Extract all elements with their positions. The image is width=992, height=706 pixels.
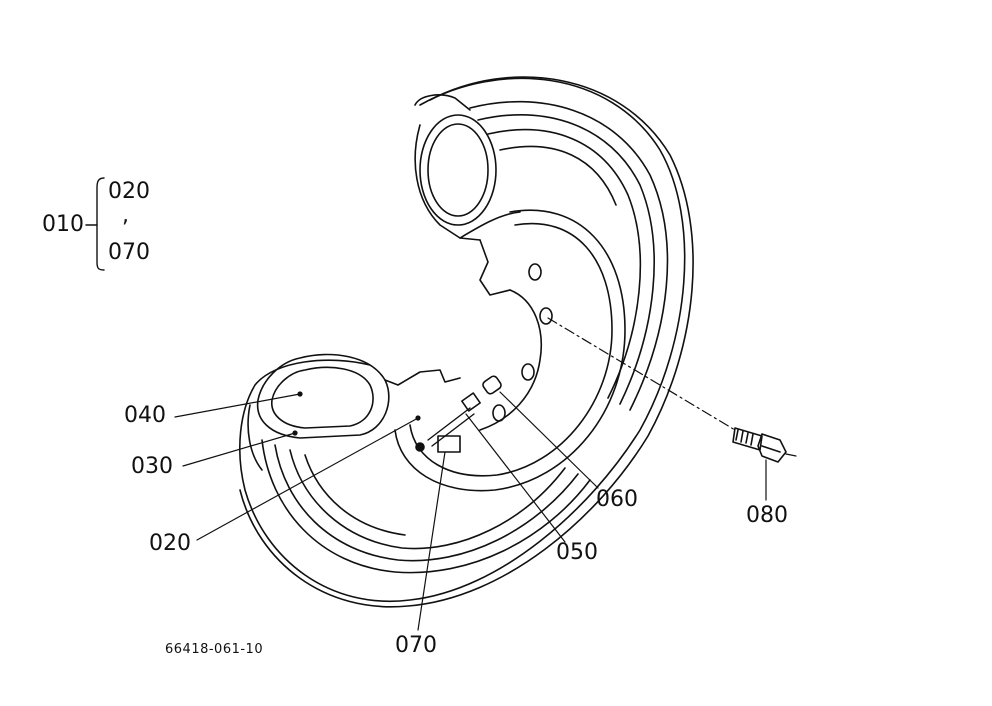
callout-070-group: 070	[108, 240, 150, 265]
tire-cross-section-top	[414, 94, 521, 296]
callout-070: 070	[395, 633, 437, 658]
group-bracket	[85, 177, 105, 271]
valve-assembly	[415, 375, 502, 453]
callout-020-group: 020	[108, 179, 150, 204]
callout-010: 010	[42, 212, 84, 237]
wheel-rim	[394, 209, 626, 492]
bolt-080	[732, 427, 787, 463]
drawing-number: 66418-061-10	[165, 642, 264, 657]
callout-030: 030	[131, 454, 173, 479]
callout-060: 060	[596, 487, 638, 512]
tire-cross-section-bottom	[247, 353, 461, 471]
callout-050: 050	[556, 540, 598, 565]
leader-lines	[174, 317, 797, 631]
callout-080: 080	[746, 503, 788, 528]
callout-040: 040	[124, 403, 166, 428]
callout-020: 020	[149, 531, 191, 556]
callout-group-separator: ,	[122, 203, 129, 228]
